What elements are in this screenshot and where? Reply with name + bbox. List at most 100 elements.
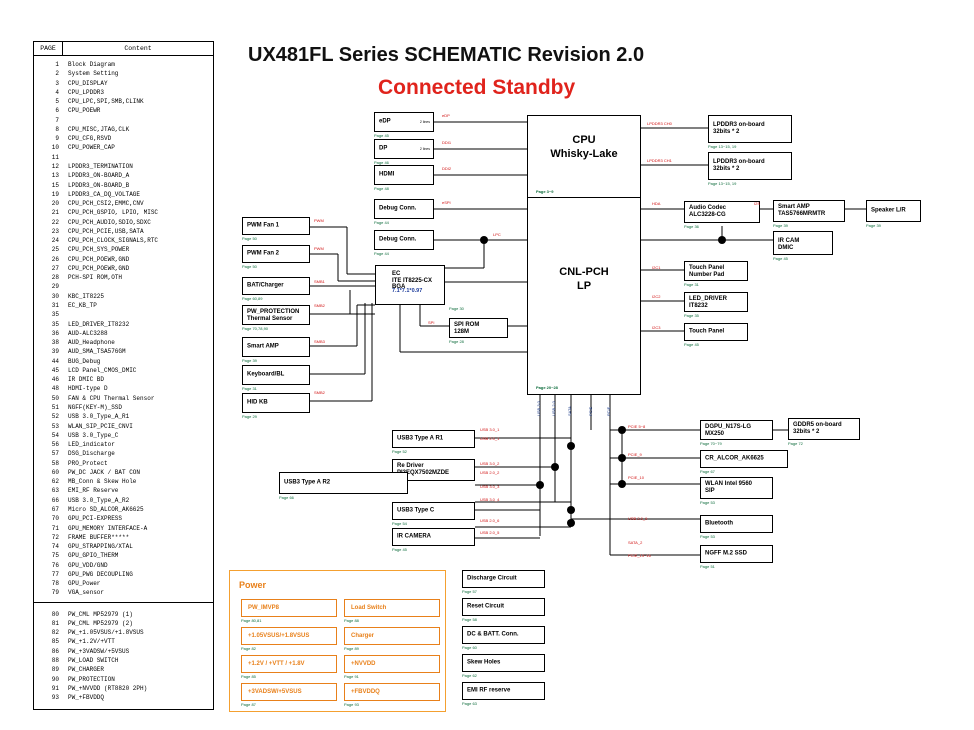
page-content: KBC_IT8225 <box>68 292 105 300</box>
page-content: PW_CHARGER <box>68 666 105 674</box>
page-content: BUG_Debug <box>68 357 101 365</box>
page-content: EC_KB_TP <box>68 302 97 310</box>
page-number: 27 <box>51 264 59 272</box>
page-index-row: 66 USB 3.0_Type_A_R2 <box>34 496 215 505</box>
cpu-pch-block: CPU Whisky-Lake Page 3~9 CNL-PCH LP Page… <box>527 115 641 395</box>
ircamera-signal: USB 2.0_5 <box>480 530 500 535</box>
page-number: 38 <box>51 339 59 347</box>
amp-label-line1: Smart AMP <box>778 204 810 210</box>
page-content: CPU_LPDDR3 <box>68 88 105 96</box>
page-content: GPU_PWG DECOUPLING <box>68 570 133 578</box>
power-item-page: Page 91 <box>344 674 359 679</box>
page-content: EMI_RF Reserve <box>68 487 119 495</box>
hidkb-label: HID KB <box>247 399 268 406</box>
page-index-row: 30 KBC_IT8225 <box>34 292 215 301</box>
debug1-block: Debug Conn. <box>374 199 434 219</box>
ec-package: 7.1*7.1*0.97 <box>392 288 423 294</box>
power-item: +NVVDD <box>344 655 440 673</box>
hidkb-signal: SMB2 <box>314 390 325 395</box>
discharge-label: Discharge Circuit <box>467 575 517 582</box>
page-index-row: 38 AUD_Headphone <box>34 338 215 347</box>
hdmi-signal: DDI2 <box>442 166 452 171</box>
cpu-pch-divider <box>528 197 640 198</box>
spirom-signal: SPI <box>428 320 435 325</box>
touch_panel-block: Touch Panel <box>684 323 748 341</box>
bluetooth-label: Bluetooth <box>705 520 733 527</box>
page-number: 48 <box>51 385 59 393</box>
debug2-label: Debug Conn. <box>379 236 417 243</box>
dgpu-label-line1: DGPU_N17S-LG <box>705 424 752 430</box>
usbc-page: Page 54 <box>392 521 407 526</box>
page-number: 10 <box>51 144 59 152</box>
page-content: CPU_DISPLAY <box>68 79 108 87</box>
power-item-page: Page 82 <box>241 646 256 651</box>
page-index-divider <box>34 601 213 603</box>
page-content: GPU_VDD/GND <box>68 561 108 569</box>
fan2-label: PWM Fan 2 <box>247 250 280 257</box>
emi-block: EMI RF reserve <box>462 682 545 700</box>
page-content: HDMI-type D <box>68 385 108 393</box>
bluetooth-page: Page 53 <box>700 534 715 539</box>
page-number: 31 <box>51 302 59 310</box>
pch-page: Page 20~28 <box>536 385 558 390</box>
page-number: 26 <box>51 255 59 263</box>
bat-signal: SMB1 <box>314 279 325 284</box>
page-number: 62 <box>51 478 59 486</box>
pwprot-signal: SMB2 <box>314 303 325 308</box>
ec_amp-block: Smart AMP <box>242 337 310 357</box>
page-content: USB 3.0_Type_A_R2 <box>68 496 130 504</box>
fan1-label: PWM Fan 1 <box>247 222 280 229</box>
page-number: 28 <box>51 274 59 282</box>
page-content: PW_CML MP52979 (2) <box>68 619 133 627</box>
page-content: CPU_CFG,RSVD <box>68 135 112 143</box>
usbc-signal-2: USB 3.0_4 <box>480 497 500 502</box>
cardreader-page: Page 67 <box>700 469 715 474</box>
led_driver-label-line1: LED_DRIVER <box>689 296 728 302</box>
power-item-label: +1.05VSUS/+1.8VSUS <box>248 633 310 639</box>
page-content: AUD-ALC3288 <box>68 329 108 337</box>
touchpad-page: Page 31 <box>684 282 699 287</box>
page-content: CPU_LPC,SPI,SMB,CLINK <box>68 98 144 106</box>
page-content: LCD Panel_CMOS_DMIC <box>68 366 137 374</box>
bus-label: PCIE <box>606 406 611 416</box>
page-number: 66 <box>51 496 59 504</box>
discharge-block: Discharge Circuit <box>462 570 545 588</box>
ec-block: EC ITE IT8225-CX BGA 7.1*7.1*0.97 <box>375 265 445 305</box>
page-number: 8 <box>55 125 59 133</box>
page-content: GPU_MEMORY INTERFACE-A <box>68 524 148 532</box>
page-number: 88 <box>51 657 59 664</box>
cardreader-block: CR_ALCOR_AK6625 <box>700 450 788 468</box>
page-content: AUD_Headphone <box>68 339 115 347</box>
power-item-label: Load Switch <box>351 605 387 611</box>
page-number: 36 <box>51 329 59 337</box>
page-number: 30 <box>51 292 59 300</box>
power-item-label: Charger <box>351 633 375 639</box>
codec-signal: HDA <box>652 201 661 206</box>
page-number: 46 <box>51 376 59 384</box>
kb-label: Keyboard/BL <box>247 371 285 378</box>
page-content: CPU_PCH_CLOCK_SIGNALS,RTC <box>68 237 159 245</box>
codec-label-line2: ALC3228-CG <box>689 212 726 218</box>
page-number: 35 <box>51 311 59 319</box>
fan2-page: Page 50 <box>242 264 257 269</box>
